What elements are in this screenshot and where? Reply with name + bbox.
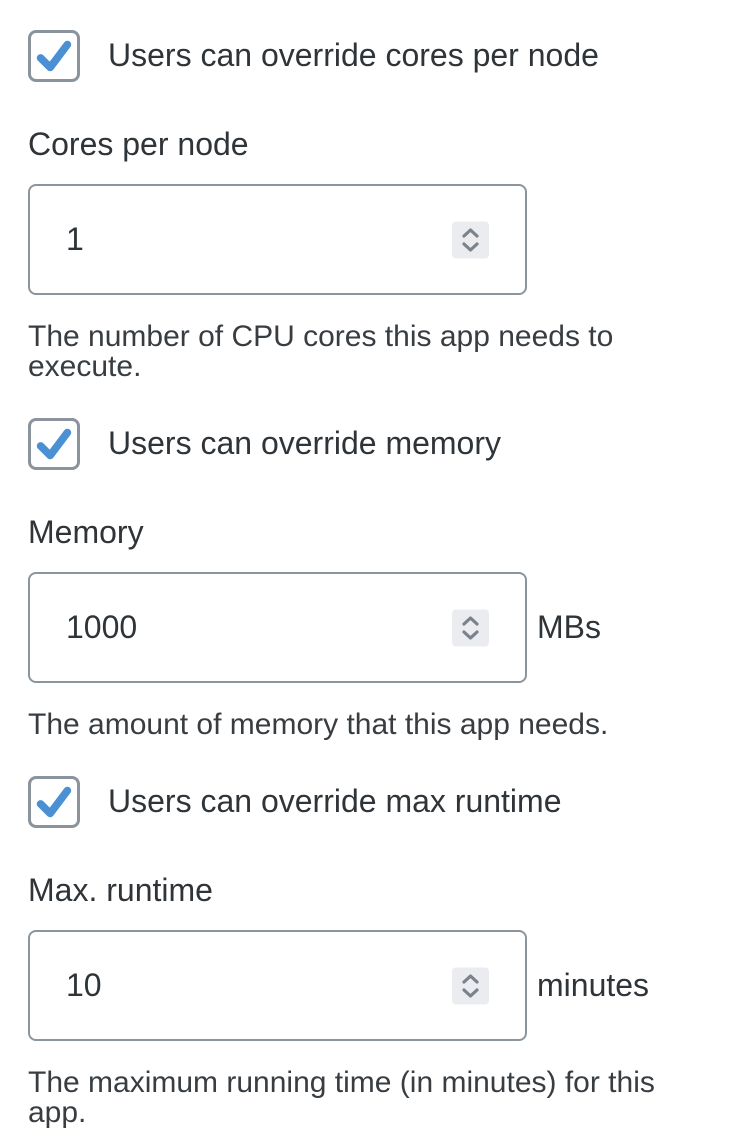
- cores-input-box: [28, 184, 527, 295]
- override-memory-checkbox-row: Users can override memory: [28, 418, 706, 470]
- cores-input-row: [28, 184, 706, 295]
- memory-input-box: [28, 572, 527, 683]
- memory-input-row: MBs: [28, 572, 706, 683]
- chevron-down-icon: [462, 987, 479, 998]
- cores-number-stepper[interactable]: [452, 221, 489, 258]
- chevron-up-icon: [462, 973, 479, 984]
- runtime-unit-suffix: minutes: [537, 967, 650, 1003]
- field-group-cores: Users can override cores per node Cores …: [28, 30, 706, 382]
- runtime-field-label: Max. runtime: [28, 872, 213, 908]
- cores-number-input[interactable]: [30, 186, 525, 293]
- chevron-down-icon: [462, 241, 479, 252]
- field-group-runtime: Users can override max runtime Max. runt…: [28, 776, 706, 1128]
- runtime-number-stepper[interactable]: [452, 967, 489, 1004]
- runtime-input-row: minutes: [28, 930, 706, 1041]
- override-memory-checkbox[interactable]: [28, 418, 80, 470]
- override-cores-checkbox-label[interactable]: Users can override cores per node: [108, 37, 599, 74]
- runtime-help-text: The maximum running time (in minutes) fo…: [28, 1066, 655, 1129]
- checkmark-icon: [36, 40, 72, 72]
- checkmark-icon: [36, 786, 72, 818]
- memory-number-input[interactable]: [30, 574, 525, 681]
- chevron-up-icon: [462, 227, 479, 238]
- override-cores-checkbox-row: Users can override cores per node: [28, 30, 706, 82]
- override-cores-checkbox[interactable]: [28, 30, 80, 82]
- runtime-input-box: [28, 930, 527, 1041]
- checkmark-icon: [36, 428, 72, 460]
- memory-number-stepper[interactable]: [452, 609, 489, 646]
- cores-help-text: The number of CPU cores this app needs t…: [28, 320, 614, 383]
- runtime-number-input[interactable]: [30, 932, 525, 1039]
- memory-help-text: The amount of memory that this app needs…: [28, 708, 609, 741]
- cores-field-label: Cores per node: [28, 126, 249, 162]
- memory-unit-suffix: MBs: [537, 609, 601, 645]
- override-runtime-checkbox[interactable]: [28, 776, 80, 828]
- chevron-up-icon: [462, 615, 479, 626]
- override-memory-checkbox-label[interactable]: Users can override memory: [108, 425, 501, 462]
- field-group-memory: Users can override memory Memory MBs The…: [28, 418, 706, 740]
- override-runtime-checkbox-label[interactable]: Users can override max runtime: [108, 783, 562, 820]
- memory-field-label: Memory: [28, 514, 144, 550]
- override-runtime-checkbox-row: Users can override max runtime: [28, 776, 706, 828]
- chevron-down-icon: [462, 629, 479, 640]
